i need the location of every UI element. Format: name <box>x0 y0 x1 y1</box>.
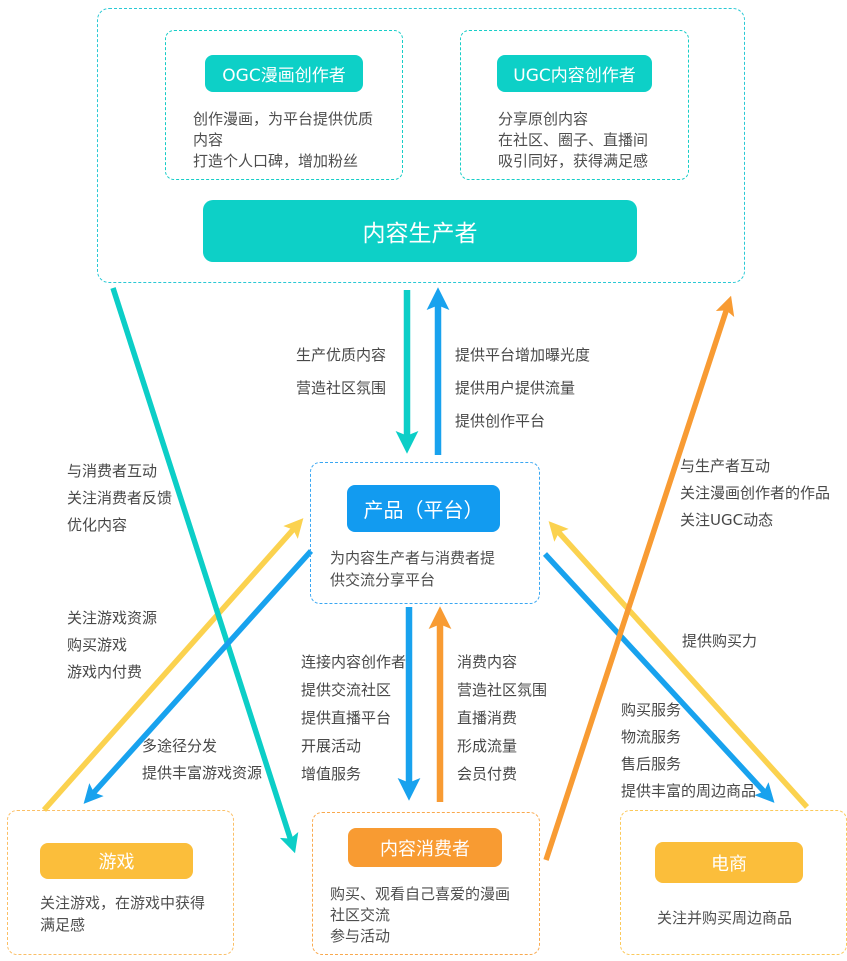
label-line: 生产优质内容 <box>296 346 387 364</box>
labels-consumer-to-platform: 消费内容 营造社区氛围 直播消费 形成流量 会员付费 <box>457 648 547 788</box>
label-line: 会员付费 <box>457 765 518 783</box>
labels-platform-to-game: 多途径分发 提供丰富游戏资源 <box>142 733 262 787</box>
platform-box <box>310 462 540 604</box>
label-line: 消费内容 <box>457 653 518 671</box>
platform-desc: 为内容生产者与消费者提供交流分享平台 <box>330 549 496 589</box>
ugc-desc-line: 在社区、圈子、直播间 <box>498 131 649 149</box>
ogc-desc-line: 创作漫画，为平台提供优质内容 <box>193 110 374 149</box>
labels-consumer-to-producer: 与生产者互动 关注漫画创作者的作品 关注UGC动态 <box>680 453 830 534</box>
label-line: 提供交流社区 <box>301 681 392 699</box>
label-line: 售后服务 <box>621 755 682 773</box>
label-line: 关注消费者反馈 <box>67 489 173 507</box>
label-line: 游戏内付费 <box>67 663 143 681</box>
game-box <box>7 810 234 955</box>
ogc-box <box>165 30 403 180</box>
label-line: 营造社区氛围 <box>296 379 387 397</box>
consumer-pill: 内容消费者 <box>348 828 502 867</box>
ugc-desc: 分享原创内容 在社区、圈子、直播间 吸引同好，获得满足感 <box>498 109 683 172</box>
label-line: 提供购买力 <box>682 632 758 650</box>
labels-platform-to-producer: 提供平台增加曝光度 提供用户提供流量 提供创作平台 <box>455 339 590 438</box>
game-desc: 关注游戏，在游戏中获得满足感 <box>40 894 206 934</box>
platform-pill: 产品（平台） <box>347 485 500 532</box>
ugc-pill: UGC内容创作者 <box>497 55 652 92</box>
labels-consumer-to-game: 关注游戏资源 购买游戏 游戏内付费 <box>67 605 157 686</box>
label-line: 关注游戏资源 <box>67 609 158 627</box>
ogc-pill: OGC漫画创作者 <box>205 55 363 92</box>
producer-pill: 内容生产者 <box>203 200 637 262</box>
consumer-desc-line: 社区交流 <box>330 906 391 924</box>
label-line: 多途径分发 <box>142 737 218 755</box>
label-line: 开展活动 <box>301 737 362 755</box>
label-line: 营造社区氛围 <box>457 681 548 699</box>
label-line: 购买游戏 <box>67 636 128 654</box>
label-line: 购买服务 <box>621 701 682 719</box>
consumer-desc-line: 购买、观看自己喜爱的漫画 <box>330 885 511 903</box>
labels-producer-to-platform: 生产优质内容 营造社区氛围 <box>296 339 386 405</box>
label-line: 提供丰富的周边商品 <box>621 782 757 800</box>
label-line: 与消费者互动 <box>67 462 158 480</box>
game-pill: 游戏 <box>40 843 193 879</box>
ugc-desc-line: 分享原创内容 <box>498 110 589 128</box>
consumer-desc-line: 参与活动 <box>330 927 391 945</box>
label-line: 提供平台增加曝光度 <box>455 346 591 364</box>
label-line: 增值服务 <box>301 765 362 783</box>
labels-platform-to-consumer: 连接内容创作者 提供交流社区 提供直播平台 开展活动 增值服务 <box>301 648 406 788</box>
label-line: 直播消费 <box>457 709 518 727</box>
label-line: 提供直播平台 <box>301 709 392 727</box>
ugc-box <box>460 30 689 180</box>
labels-platform-to-ecommerce: 购买服务 物流服务 售后服务 提供丰富的周边商品 <box>621 697 756 805</box>
labels-producer-to-consumer: 与消费者互动 关注消费者反馈 优化内容 <box>67 458 172 539</box>
label-line: 形成流量 <box>457 737 518 755</box>
ecommerce-desc: 关注并购买周边商品 <box>657 909 793 927</box>
label-line: 连接内容创作者 <box>301 653 407 671</box>
consumer-desc: 购买、观看自己喜爱的漫画 社区交流 参与活动 <box>330 884 525 947</box>
label-line: 优化内容 <box>67 516 128 534</box>
label-line: 与生产者互动 <box>680 457 771 475</box>
ogc-desc: 创作漫画，为平台提供优质内容 打造个人口碑，增加粉丝 <box>193 109 385 172</box>
consumer-box <box>312 812 540 955</box>
ogc-desc-line: 打造个人口碑，增加粉丝 <box>193 152 359 170</box>
label-line: 关注UGC动态 <box>680 511 774 529</box>
ugc-desc-line: 吸引同好，获得满足感 <box>498 152 649 170</box>
label-line: 提供创作平台 <box>455 412 546 430</box>
ecommerce-pill: 电商 <box>655 842 803 883</box>
label-line: 提供用户提供流量 <box>455 379 576 397</box>
label-line: 关注漫画创作者的作品 <box>680 484 831 502</box>
producer-container <box>97 8 745 283</box>
label-line: 提供丰富游戏资源 <box>142 764 263 782</box>
label-line: 物流服务 <box>621 728 682 746</box>
labels-ecommerce-to-platform: 提供购买力 <box>682 628 757 655</box>
